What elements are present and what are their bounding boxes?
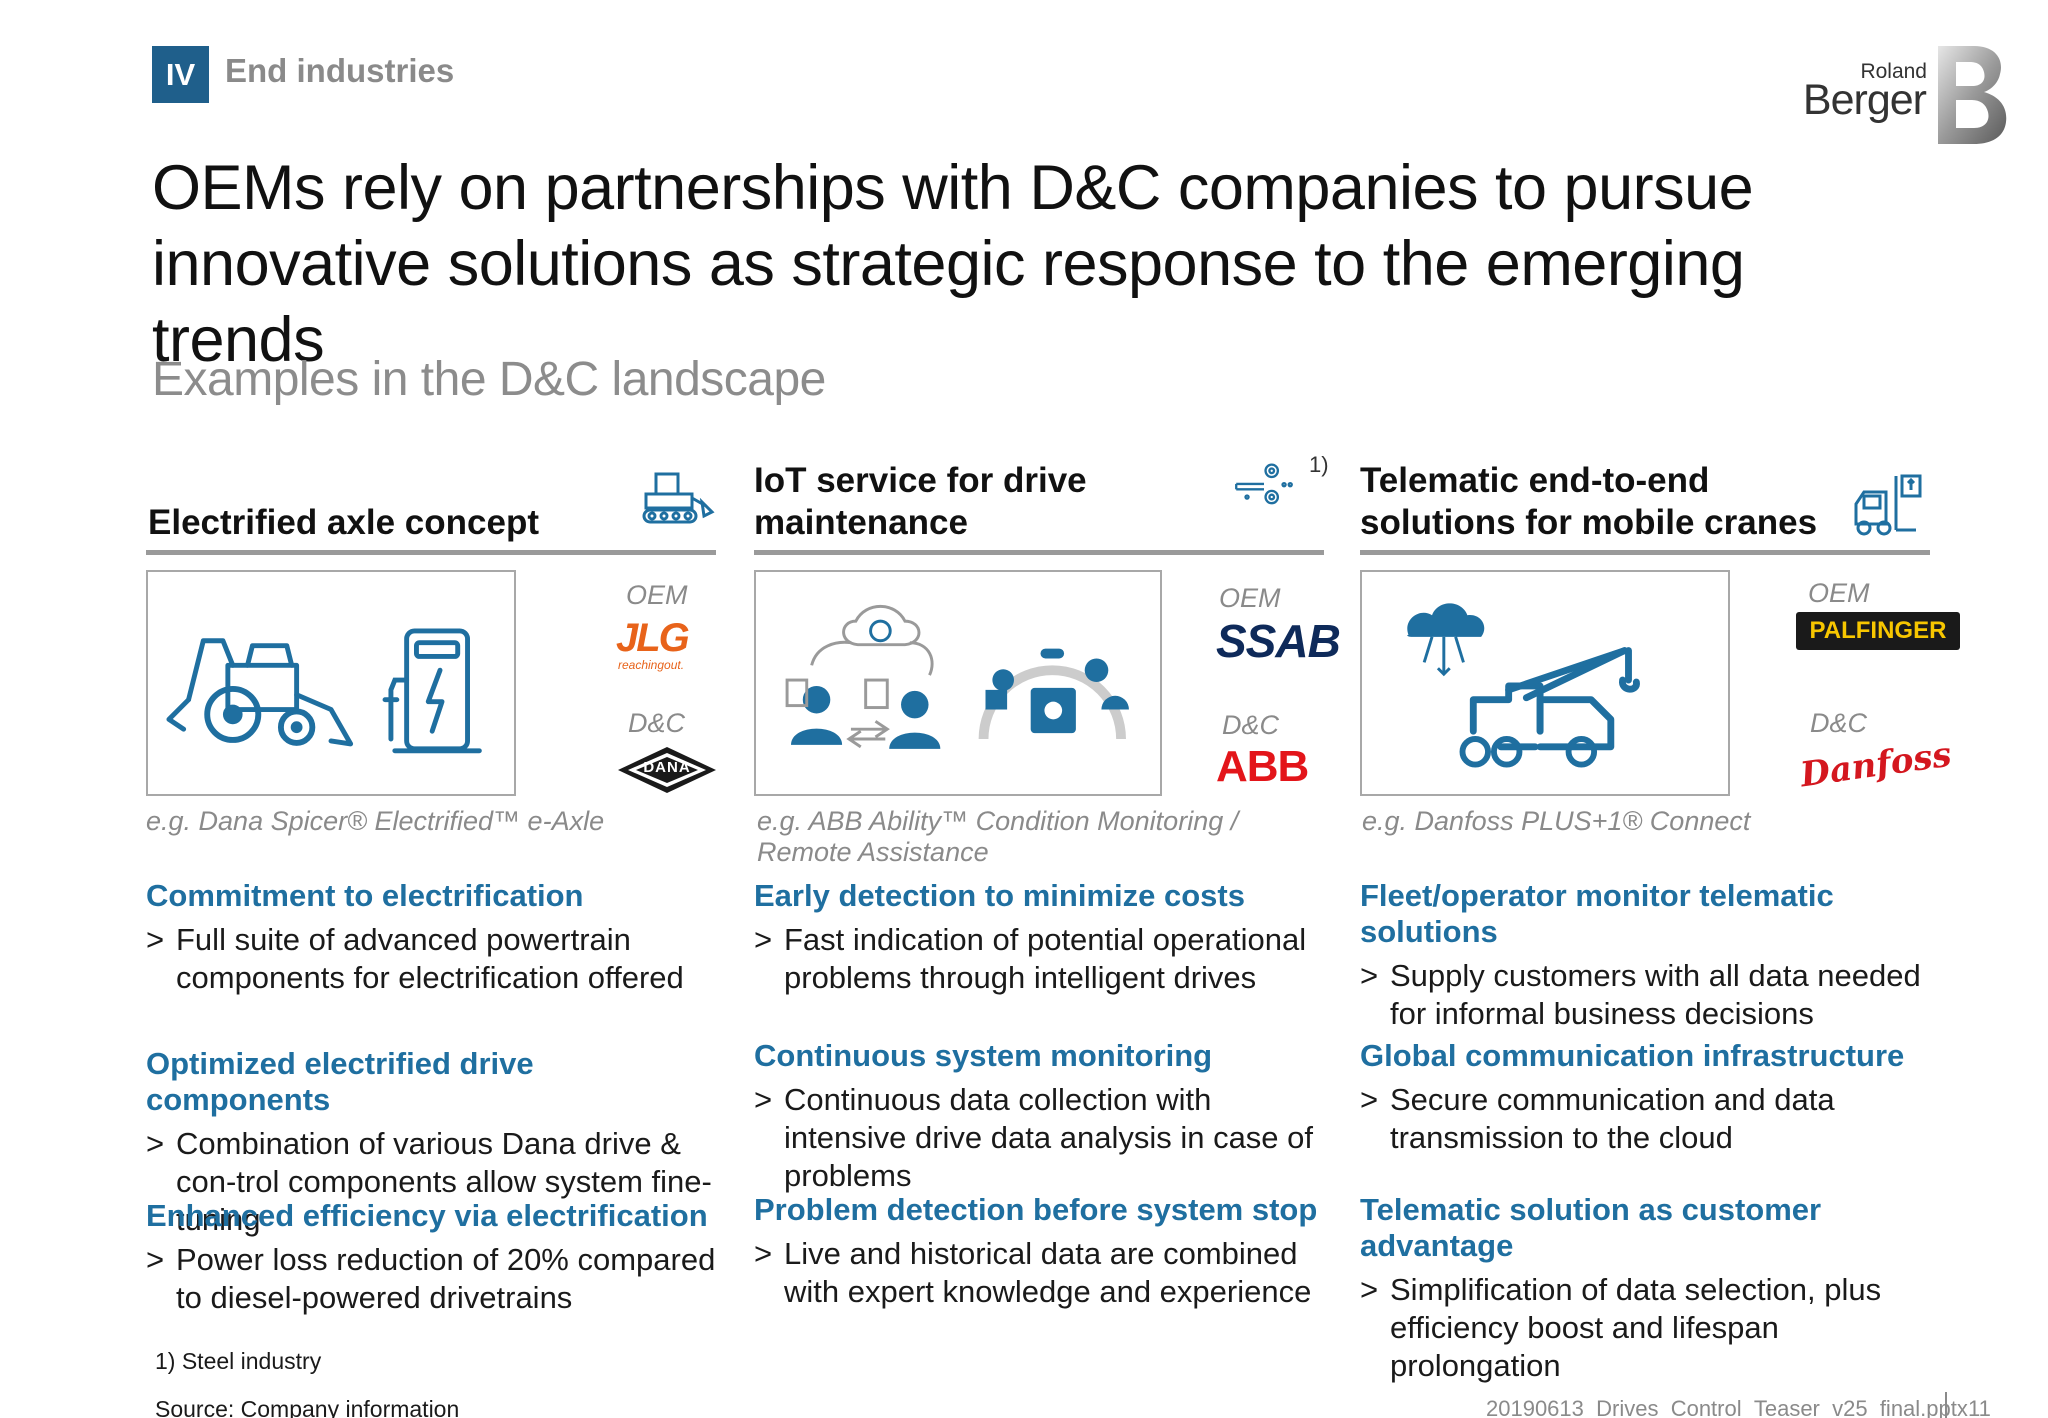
benefit-title: Early detection to minimize costs: [754, 878, 1245, 913]
source-note: Source: Company information: [155, 1396, 460, 1418]
logo-b-mark-icon: [1938, 46, 2007, 144]
benefit-title: Continuous system monitoring: [754, 1038, 1213, 1073]
benefit-bullet: Simplification of data selection, plus e…: [1360, 1271, 1930, 1385]
benefit-block: Telematic solution as customer advantage…: [1360, 1192, 1930, 1385]
page-title: OEMs rely on partnerships with D&C compa…: [152, 153, 1754, 375]
benefit-title: Fleet/operator monitor telematic solutio…: [1360, 878, 1834, 949]
benefit-title: Optimized electrified drive components: [146, 1046, 534, 1117]
section-name: End industries: [225, 52, 455, 89]
roland-berger-logo: Roland Berger: [1800, 42, 2010, 147]
column-illustration: [754, 570, 1162, 796]
benefit-block: Fleet/operator monitor telematic solutio…: [1360, 878, 1930, 1033]
dana-logo-text: DANA: [643, 759, 691, 776]
benefit-title: Commitment to electrification: [146, 878, 584, 913]
palfinger-logo-text: PALFINGER: [1809, 617, 1947, 644]
benefit-title: Enhanced efficiency via electrification: [146, 1198, 708, 1233]
column-illustration: [1360, 570, 1730, 796]
benefit-title: Problem detection before system stop: [754, 1192, 1318, 1227]
benefit-block: Enhanced efficiency via electrification …: [146, 1198, 716, 1317]
dc-label: D&C: [1810, 708, 1868, 738]
benefit-bullet: Fast indication of potential operational…: [754, 921, 1324, 997]
palfinger-logo: PALFINGER: [1796, 612, 1960, 650]
benefit-bullet: Secure communication and data transmissi…: [1360, 1081, 1930, 1157]
footnote-marker: 1): [1309, 452, 1329, 477]
column-header: Telematic end-to-end solutions for mobil…: [1360, 440, 1930, 552]
column-example: e.g. Dana Spicer® Electrified™ e-Axle: [146, 806, 605, 836]
jlg-logo: JLG reachingout.: [616, 618, 716, 678]
page-number: 11: [1968, 1396, 1991, 1418]
column-header: IoT service for drive maintenance 1): [754, 440, 1329, 552]
benefit-block: Optimized electrified drive components C…: [146, 1046, 716, 1239]
column-illustration: [146, 570, 516, 796]
page-separator: [1945, 1392, 1947, 1418]
section-badge: IV: [152, 46, 209, 103]
ssab-logo: SSAB: [1216, 615, 1341, 667]
column-iot-service: IoT service for drive maintenance 1): [754, 440, 1341, 1330]
column-rule: [146, 550, 716, 555]
benefit-bullet: Full suite of advanced powertrain compon…: [146, 921, 716, 997]
benefit-bullet: Power loss reduction of 20% compared to …: [146, 1241, 716, 1317]
column-title: Telematic end-to-end solutions for mobil…: [1360, 461, 1818, 542]
file-name: 20190613_Drives_Control_Teaser_v25_final…: [1486, 1396, 1968, 1418]
benefit-block: Continuous system monitoring Continuous …: [754, 1038, 1324, 1195]
dana-logo: DANA: [616, 745, 718, 795]
column-example: e.g. ABB Ability™ Condition Monitoring /…: [757, 806, 1239, 867]
footnote: 1) Steel industry: [155, 1348, 322, 1374]
jlg-tagline: reachingout.: [618, 658, 685, 672]
crane-cloud-icon: [1407, 603, 1640, 768]
benefit-bullet: Live and historical data are combined wi…: [754, 1235, 1324, 1311]
dc-label: D&C: [628, 708, 686, 738]
dc-label: D&C: [1222, 710, 1280, 740]
dana-diamond-icon: [618, 747, 716, 793]
iot-maintenance-icon: [785, 605, 1129, 749]
oem-label: OEM: [1219, 583, 1281, 613]
benefit-title: Telematic solution as customer advantage: [1360, 1192, 1822, 1263]
column-title: Electrified axle concept: [148, 503, 539, 542]
benefit-bullet: Continuous data collection with intensiv…: [754, 1081, 1324, 1195]
column-rule: [1360, 550, 1930, 555]
benefit-bullet: Supply customers with all data needed fo…: [1360, 957, 1930, 1033]
tracked-vehicle-icon: [642, 472, 715, 524]
column-header: Electrified axle concept: [146, 440, 716, 552]
oem-label: OEM: [1808, 578, 1870, 608]
column-rule: [754, 550, 1324, 555]
abb-logo: ABB: [1216, 742, 1309, 791]
benefit-bullet: Combination of various Dana drive & con-…: [146, 1125, 716, 1239]
oem-label: OEM: [626, 580, 688, 610]
steel-rolling-icon: [1235, 463, 1293, 505]
logo-text-bottom: Berger: [1802, 76, 1927, 124]
column-title: IoT service for drive maintenance: [754, 461, 1087, 542]
benefit-block: Early detection to minimize costs Fast i…: [754, 878, 1324, 997]
column-electrified-axle: Electrified axle concept: [146, 440, 716, 1330]
column-example: e.g. Danfoss PLUS+1® Connect: [1362, 806, 1751, 836]
column-telematic: Telematic end-to-end solutions for mobil…: [1360, 440, 1960, 1383]
benefit-block: Global communication infrastructure Secu…: [1360, 1038, 1930, 1157]
jlg-logo-text: JLG: [616, 616, 690, 660]
page-subtitle: Examples in the D&C landscape: [152, 353, 826, 406]
benefit-block: Problem detection before system stop Liv…: [754, 1192, 1324, 1311]
benefit-title: Global communication infrastructure: [1360, 1038, 1905, 1073]
forklift-icon: [1854, 474, 1922, 536]
danfoss-logo: Danfoss: [1797, 734, 1954, 796]
benefit-block: Commitment to electrification Full suite…: [146, 878, 716, 997]
backhoe-charger-icon: [166, 628, 482, 754]
logo-text-top: Roland: [1860, 60, 1927, 83]
